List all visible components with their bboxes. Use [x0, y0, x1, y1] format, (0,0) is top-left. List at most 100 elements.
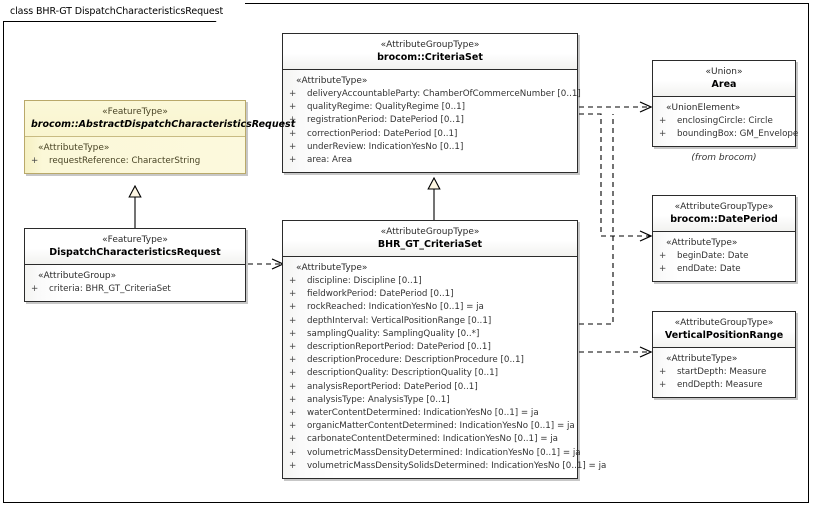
attribute-row: + volumetricMassDensitySolidsDetermined:…: [287, 460, 606, 473]
class-header-vertical-position-range: «AttributeGroupType» VerticalPositionRan…: [653, 312, 795, 348]
attribute-text: endDate: Date: [677, 264, 741, 275]
attribute-text: criteria: BHR_GT_CriteriaSet: [49, 284, 171, 294]
class-header-area: «Union» Area: [653, 61, 795, 97]
visibility-marker: +: [289, 315, 297, 326]
visibility-marker: +: [289, 421, 297, 432]
visibility-marker: +: [289, 381, 297, 392]
attribute-text: carbonateContentDetermined: IndicationYe…: [307, 434, 558, 445]
class-name-label: brocom::DatePeriod: [670, 214, 778, 225]
class-name-label: brocom::AbstractDispatchCharacteristicsR…: [31, 119, 296, 130]
attribute-text: underReview: IndicationYesNo [0..1]: [307, 141, 464, 152]
attribute-row: + correctionPeriod: DatePeriod [0..1]: [287, 128, 573, 141]
visibility-marker: +: [289, 460, 297, 471]
attribute-row: + deliveryAccountableParty: ChamberOfCom…: [287, 88, 581, 101]
stereotype-label: «AttributeGroupType»: [380, 227, 480, 237]
class-box-dispatch-request[interactable]: «FeatureType» DispatchCharacteristicsReq…: [24, 228, 246, 303]
attribute-text: descriptionQuality: DescriptionQuality […: [307, 368, 499, 379]
class-attributes-date-period: «AttributeType» + beginDate: Date + endD…: [653, 232, 795, 282]
visibility-marker: +: [289, 342, 297, 353]
visibility-marker: +: [289, 155, 297, 166]
attribute-text: volumetricMassDensityDetermined: Indicat…: [307, 447, 581, 458]
attribute-row: + depthInterval: VerticalPositionRange […: [287, 315, 573, 328]
class-attributes-bhr-gt-criteriaset: «AttributeType» + discipline: Discipline…: [283, 257, 606, 479]
stereotype-label: «AttributeGroupType»: [674, 202, 774, 212]
class-attributes-area: «UnionElement» + enclosingCircle: Circle…: [653, 97, 799, 147]
visibility-marker: +: [289, 434, 297, 445]
class-header-abstract-dispatch-request: «FeatureType» brocom::AbstractDispatchCh…: [25, 101, 296, 137]
attribute-text: beginDate: Date: [677, 251, 749, 261]
attribute-row: + beginDate: Date: [657, 250, 791, 263]
class-attributes-brocom-criteriaset: «AttributeType» + deliveryAccountablePar…: [283, 70, 581, 173]
attribute-row: + endDate: Date: [657, 263, 791, 276]
stereotype-label: «AttributeGroupType»: [674, 318, 774, 328]
class-name-label: BHR_GT_CriteriaSet: [377, 239, 483, 250]
attribute-text: endDepth: Measure: [677, 380, 763, 391]
attribute-text: deliveryAccountableParty: ChamberOfComme…: [307, 89, 581, 99]
visibility-marker: +: [31, 156, 39, 166]
attribute-row: + requestReference: CharacterString: [29, 155, 241, 168]
attribute-row: + samplingQuality: SamplingQuality [0..*…: [287, 328, 573, 341]
class-attributes-dispatch-request: «AttributeGroup» + criteria: BHR_GT_Crit…: [25, 265, 245, 302]
class-name-label: VerticalPositionRange: [664, 330, 784, 341]
attribute-text: descriptionProcedure: DescriptionProcedu…: [307, 355, 524, 366]
stereotype-label: «AttributeGroupType»: [380, 40, 480, 50]
attribute-text: samplingQuality: SamplingQuality [0..*]: [307, 328, 480, 339]
class-attributes-vertical-position-range: «AttributeType» + startDepth: Measure + …: [653, 348, 795, 398]
class-box-area[interactable]: «Union» Area «UnionElement» + enclosingC…: [652, 60, 799, 148]
package-note-area: (from brocom): [691, 153, 757, 163]
attribute-text: analysisReportPeriod: DatePeriod [0..1]: [307, 381, 478, 392]
class-box-date-period[interactable]: «AttributeGroupType» brocom::DatePeriod …: [652, 195, 796, 283]
visibility-marker: +: [289, 128, 297, 139]
visibility-marker: +: [659, 367, 667, 377]
attribute-row: + analysisReportPeriod: DatePeriod [0..1…: [287, 381, 573, 394]
class-name-label: brocom::CriteriaSet: [377, 52, 483, 63]
visibility-marker: +: [289, 408, 297, 419]
visibility-marker: +: [289, 394, 297, 405]
stereotype-label: «FeatureType»: [102, 235, 168, 245]
attribute-text: requestReference: CharacterString: [49, 156, 201, 166]
class-box-bhr-gt-criteriaset[interactable]: «AttributeGroupType» BHR_GT_CriteriaSet …: [282, 220, 606, 480]
visibility-marker: +: [31, 284, 39, 294]
attribute-group-label: «UnionElement»: [666, 103, 741, 113]
attribute-text: enclosingCircle: Circle: [677, 116, 773, 126]
visibility-marker: +: [289, 89, 297, 99]
attribute-text: fieldworkPeriod: DatePeriod [0..1]: [307, 289, 454, 300]
attribute-group-label: «AttributeGroup»: [38, 271, 117, 281]
class-header-dispatch-request: «FeatureType» DispatchCharacteristicsReq…: [25, 229, 245, 265]
attribute-text: waterContentDetermined: IndicationYesNo …: [307, 408, 539, 419]
attribute-row: + waterContentDetermined: IndicationYesN…: [287, 407, 573, 420]
attribute-group-label: «AttributeType»: [666, 354, 738, 364]
attribute-row: + analysisType: AnalysisType [0..1]: [287, 394, 573, 407]
stereotype-label: «FeatureType»: [102, 107, 168, 117]
attribute-text: organicMatterContentDetermined: Indicati…: [307, 421, 575, 432]
attribute-row: + organicMatterContentDetermined: Indica…: [287, 420, 575, 433]
class-header-date-period: «AttributeGroupType» brocom::DatePeriod: [653, 196, 795, 232]
attribute-text: rockReached: IndicationYesNo [0..1] = ja: [307, 302, 484, 313]
class-box-vertical-position-range[interactable]: «AttributeGroupType» VerticalPositionRan…: [652, 311, 796, 399]
attribute-text: qualityRegime: QualityRegime [0..1]: [307, 102, 466, 113]
attribute-text: area: Area: [307, 155, 353, 166]
visibility-marker: +: [289, 102, 297, 113]
class-header-bhr-gt-criteriaset: «AttributeGroupType» BHR_GT_CriteriaSet: [283, 221, 577, 257]
attribute-text: registrationPeriod: DatePeriod [0..1]: [307, 115, 464, 126]
attribute-row: + startDepth: Measure: [657, 366, 791, 379]
attribute-group-label: «AttributeType»: [38, 143, 110, 153]
class-box-abstract-dispatch-request[interactable]: «FeatureType» brocom::AbstractDispatchCh…: [24, 100, 296, 175]
visibility-marker: +: [289, 328, 297, 339]
visibility-marker: +: [289, 355, 297, 366]
stereotype-label: «Union»: [705, 67, 743, 77]
attribute-row: + criteria: BHR_GT_CriteriaSet: [29, 283, 241, 296]
attribute-row: + discipline: Discipline [0..1]: [287, 275, 573, 288]
visibility-marker: +: [659, 129, 667, 140]
attribute-text: startDepth: Measure: [677, 367, 767, 377]
attribute-text: descriptionReportPeriod: DatePeriod [0..…: [307, 342, 491, 353]
visibility-marker: +: [289, 302, 297, 313]
class-box-brocom-criteriaset[interactable]: «AttributeGroupType» brocom::CriteriaSet…: [282, 33, 581, 174]
attribute-row: + endDepth: Measure: [657, 379, 791, 392]
attribute-group-label: «AttributeType»: [296, 263, 368, 273]
attribute-row: + descriptionReportPeriod: DatePeriod [0…: [287, 341, 573, 354]
attribute-text: volumetricMassDensitySolidsDetermined: I…: [307, 460, 607, 471]
visibility-marker: +: [289, 115, 297, 126]
attribute-text: boundingBox: GM_Envelope: [677, 129, 799, 140]
